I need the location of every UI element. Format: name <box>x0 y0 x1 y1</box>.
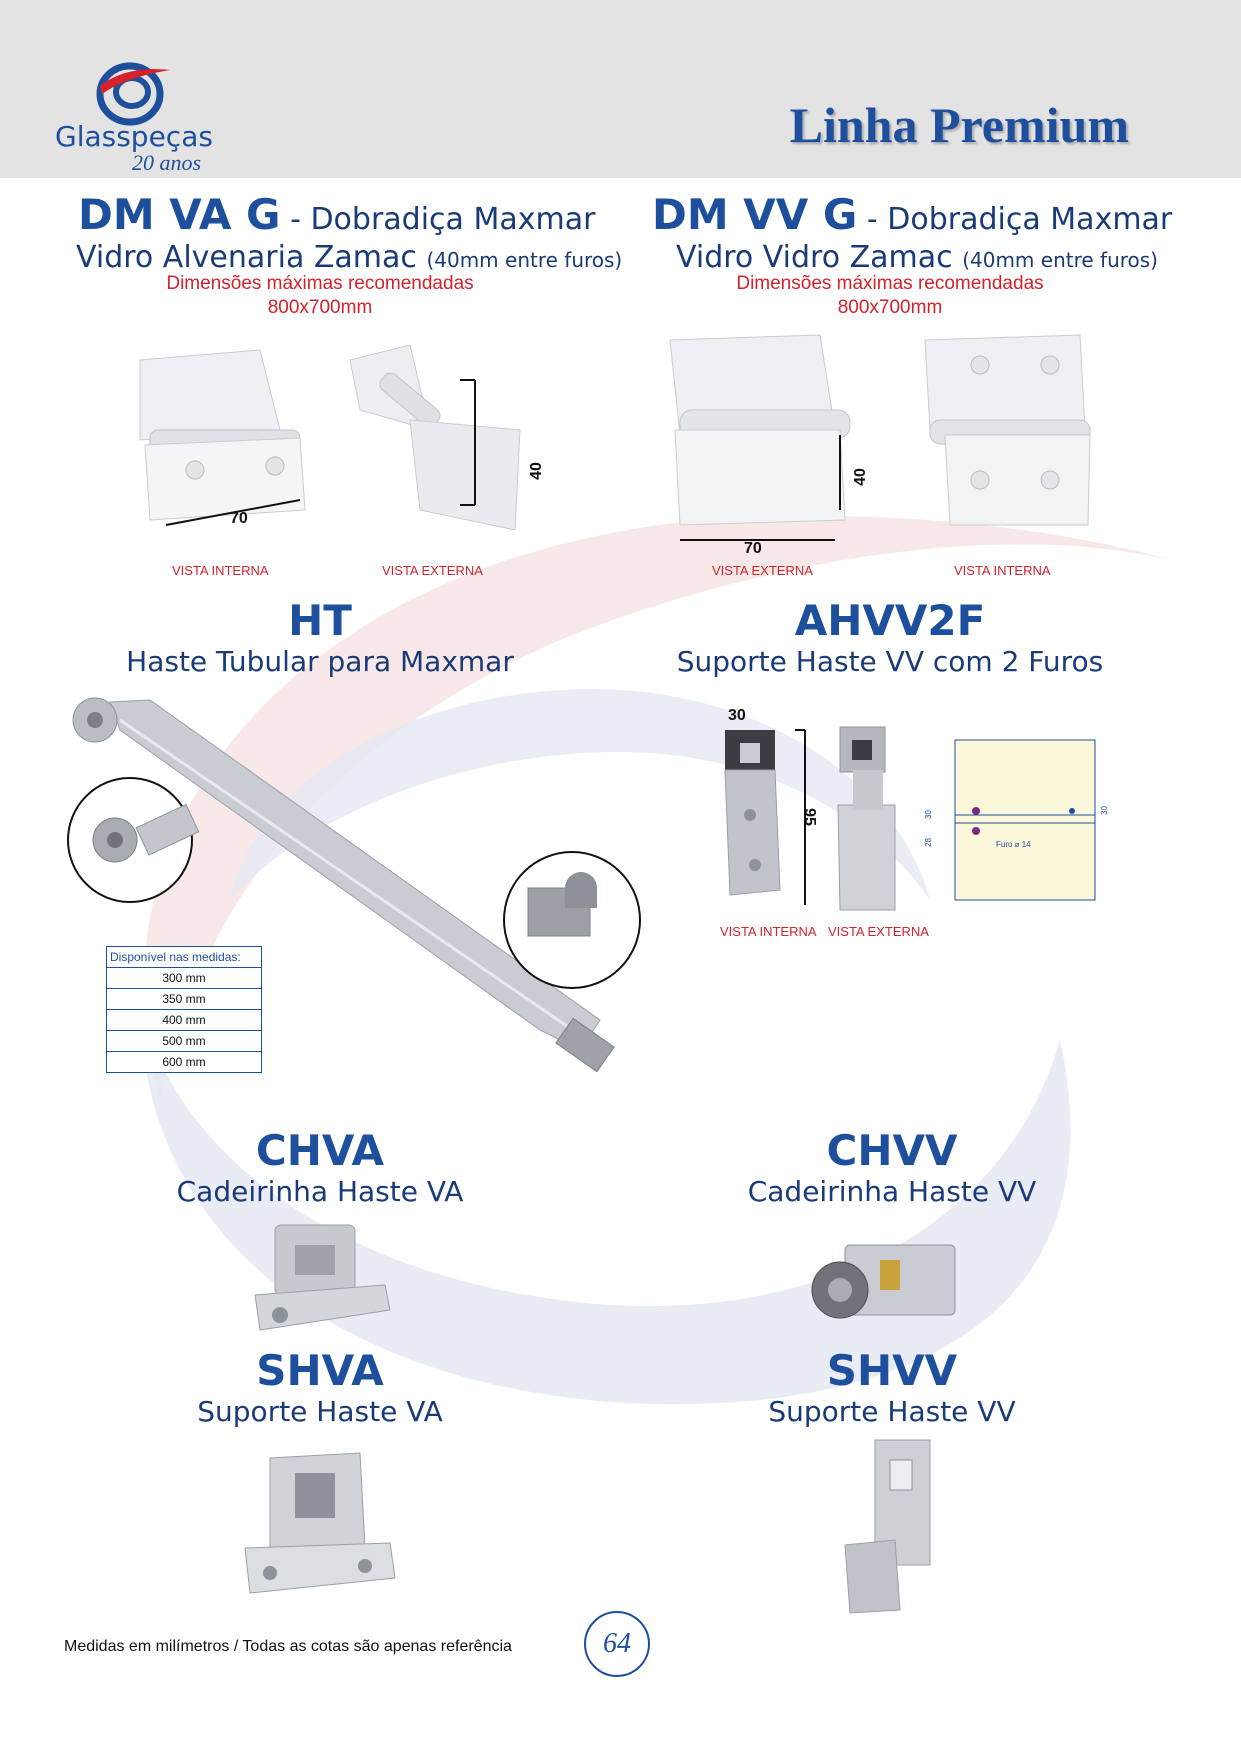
line2-text: Vidro Alvenaria Zamac <box>76 240 427 275</box>
shva-image <box>244 1452 396 1594</box>
brand-anniversary: 20 anos <box>132 150 202 175</box>
ahvv2f-image <box>724 726 1096 911</box>
dmvvg-height-dim: 40 <box>851 468 869 486</box>
dmvvg-hinge-image <box>669 334 1091 541</box>
desc-text: Cadeirinha Haste VA <box>176 1175 464 1208</box>
product-line2-dmvvg: Vidro Vidro Zamac (40mm entre furos) <box>676 240 1158 275</box>
page-title: Linha Premium <box>789 97 1129 153</box>
page-header <box>0 0 1241 178</box>
desc-text: Suporte Haste VV com 2 Furos <box>676 645 1104 678</box>
dmvag-height-dim: 40 <box>527 462 545 480</box>
product-title-shvv: SHVV Suporte Haste VV <box>632 1346 1152 1428</box>
drawing-dim-label: 30 <box>1099 806 1109 815</box>
chva-image <box>254 1224 391 1331</box>
size-row: 300 mm <box>107 967 261 988</box>
ahvv2f-height-dim: 95 <box>800 808 818 826</box>
chvv-image <box>811 1244 956 1319</box>
size-row: 400 mm <box>107 1009 261 1030</box>
desc-text: Cadeirinha Haste VV <box>747 1175 1037 1208</box>
max-dimensions-label: Dimensões máximas recomendadas <box>166 273 474 294</box>
footer-note: Medidas em milímetros / Todas as cotas s… <box>64 1638 512 1655</box>
code-text: CHVA <box>255 1126 385 1175</box>
product-title-ahvv2f: AHVV2F Suporte Haste VV com 2 Furos <box>630 596 1150 678</box>
max-dimensions-label: Dimensões máximas recomendadas <box>736 273 1044 294</box>
glasspecas-logo-icon <box>96 62 170 126</box>
code-text: HT <box>288 596 352 645</box>
vista-externa-label: VISTA EXTERNA <box>828 924 929 939</box>
shvv-image <box>844 1439 931 1614</box>
ht-rod-image <box>67 697 641 1073</box>
size-row: 350 mm <box>107 988 261 1009</box>
available-sizes-title: Disponível nas medidas: <box>110 950 241 964</box>
brand-name: Glasspeças <box>55 120 213 153</box>
code-text: SHVA <box>256 1346 384 1395</box>
drawing-dim-label: 28 <box>923 838 933 847</box>
code-text: AHVV2F <box>794 596 986 645</box>
dmvag-hinge-image <box>139 344 521 530</box>
desc-text: - Dobradiça Maxmar <box>280 202 596 237</box>
max-dimensions-value: 800x700mm <box>837 297 943 318</box>
code-text: DM VV G <box>652 190 858 239</box>
dmvag-width-dim: 70 <box>230 510 248 527</box>
size-row: 600 mm <box>107 1051 261 1072</box>
available-sizes-table: Disponível nas medidas: 300 mm 350 mm 40… <box>106 946 262 1073</box>
vista-interna-label: VISTA INTERNA <box>954 563 1051 578</box>
page-number: 64 <box>584 1611 650 1677</box>
line2-small-text: (40mm entre furos) <box>426 248 623 272</box>
product-title-ht: HT Haste Tubular para Maxmar <box>60 596 580 678</box>
product-code-dmvvg: DM VV G - Dobradiça Maxmar <box>652 190 1172 239</box>
furo-label: Furo ⌀ 14 <box>996 840 1031 849</box>
drawing-dim-label: 30 <box>923 810 933 819</box>
code-text: DM VA G <box>78 190 281 239</box>
product-code-dmvag: DM VA G - Dobradiça Maxmar <box>78 190 595 239</box>
desc-text: - Dobradiça Maxmar <box>857 202 1173 237</box>
code-text: SHVV <box>826 1346 958 1395</box>
product-title-shva: SHVA Suporte Haste VA <box>60 1346 580 1428</box>
desc-text: Haste Tubular para Maxmar <box>126 645 514 678</box>
vista-externa-label: VISTA EXTERNA <box>382 563 483 578</box>
line2-small-text: (40mm entre furos) <box>962 248 1158 272</box>
desc-text: Suporte Haste VV <box>768 1395 1016 1428</box>
max-dimensions-value: 800x700mm <box>267 297 373 318</box>
vista-interna-label: VISTA INTERNA <box>172 563 269 578</box>
product-title-chva: CHVA Cadeirinha Haste VA <box>60 1126 580 1208</box>
desc-text: Suporte Haste VA <box>197 1395 443 1428</box>
size-row: 500 mm <box>107 1030 261 1051</box>
vista-externa-label: VISTA EXTERNA <box>712 563 813 578</box>
dmvvg-width-dim: 70 <box>744 540 762 557</box>
code-text: CHVV <box>826 1126 958 1175</box>
ahvv2f-width-dim: 30 <box>728 707 746 724</box>
vista-interna-label: VISTA INTERNA <box>720 924 817 939</box>
product-title-chvv: CHVV Cadeirinha Haste VV <box>632 1126 1152 1208</box>
line2-text: Vidro Vidro Zamac <box>676 240 963 275</box>
product-line2-dmvag: Vidro Alvenaria Zamac (40mm entre furos) <box>76 240 622 275</box>
